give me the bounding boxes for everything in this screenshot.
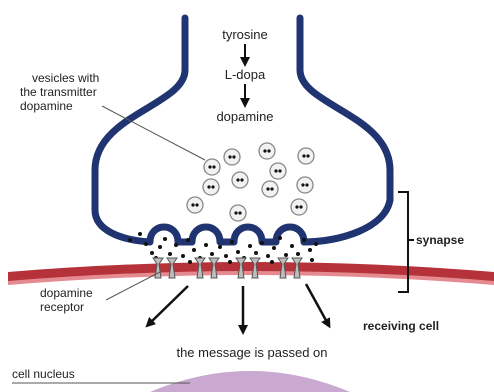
cell-nucleus-label: cell nucleus [12,367,75,381]
vesicles-label-line1: vesicles with [32,71,99,85]
vesicle-icon [297,177,313,193]
dopamine-dot [192,248,196,252]
dopamine-dot [254,251,258,255]
dopamine-dot [270,260,274,264]
dopamine-dot [230,240,234,244]
dopamine-dot [228,260,232,264]
dopamine-dot [310,258,314,262]
arrow-down-icon [149,286,188,324]
vesicle-icon [291,199,307,215]
dopamine-dot [314,242,318,246]
pathway-l-dopa: L-dopa [225,67,266,82]
vesicles-label-line3: dopamine [20,99,73,113]
arrow-down-icon [306,284,328,324]
cell-nucleus-shape [150,371,350,392]
vesicle-icon [224,149,240,165]
pathway-tyrosine: tyrosine [222,27,268,42]
vesicle-icon [259,143,275,159]
vesicle-icon [270,163,286,179]
vesicle-icon [230,205,246,221]
dopamine-dot [236,250,240,254]
synapse-label: synapse [416,233,464,247]
receptor-label-line1: dopamine [40,286,93,300]
dopamine-dot [266,254,270,258]
dopamine-dot [168,252,172,256]
dopamine-dot [308,248,312,252]
dopamine-dot [144,242,148,246]
dopamine-dot [284,253,288,257]
dopamine-dot [174,243,178,247]
dopamine-dot [272,246,276,250]
dopamine-dot [290,244,294,248]
pathway-dopamine: dopamine [216,109,273,124]
postsynaptic-membrane [8,262,494,285]
vesicle-icon [298,148,314,164]
receptor-label-line2: receptor [40,300,84,314]
dopamine-dot [204,243,208,247]
dopamine-dot [248,244,252,248]
dopamine-dot [296,252,300,256]
dopamine-dot [210,252,214,256]
vesicles-leader-line [102,106,205,160]
dopamine-dot [224,254,228,258]
dopamine-dot [150,251,154,255]
dopamine-dot [186,238,190,242]
vesicles-group [187,143,314,221]
vesicle-icon [203,179,219,195]
dopamine-dot [181,254,185,258]
dopamine-dot [302,238,306,242]
vesicle-icon [204,159,220,175]
dopamine-dot [260,241,264,245]
dopamine-dot [163,237,167,241]
dopamine-dot [218,245,222,249]
vesicles-label-line2: the transmitter [20,85,97,99]
dopamine-dot [138,232,142,236]
dopamine-dot [188,260,192,264]
vesicle-icon [262,181,278,197]
dopamine-dot [128,238,132,242]
dopamine-dot [278,236,282,240]
receiving-cell-label: receiving cell [363,319,439,333]
vesicle-icon [232,172,248,188]
dopamine-dot [158,245,162,249]
message-label: the message is passed on [176,345,327,360]
vesicle-icon [187,197,203,213]
